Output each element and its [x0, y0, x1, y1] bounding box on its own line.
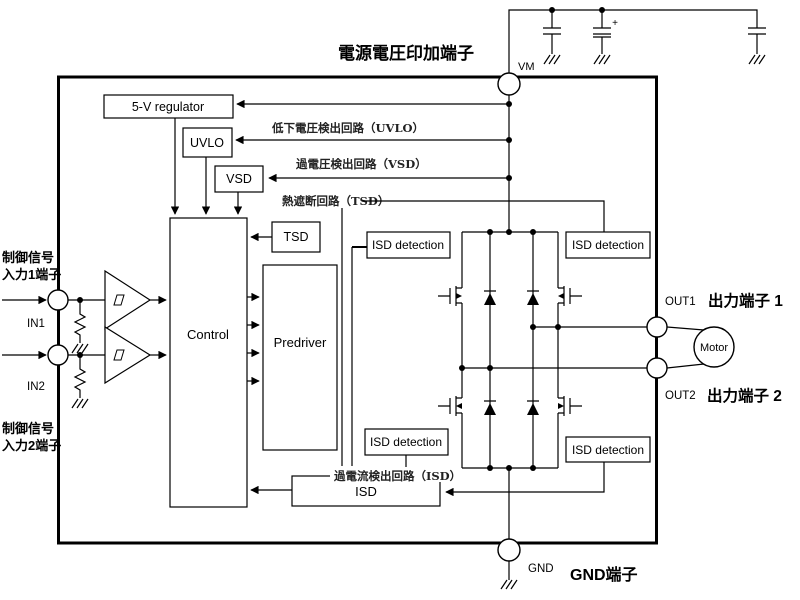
capacitor-icon	[748, 27, 766, 65]
vm-supply-network: +	[508, 7, 766, 74]
mosfet-icon	[557, 396, 582, 468]
in2-terminal	[47, 344, 69, 366]
uvlo-label: UVLO	[190, 136, 224, 150]
isd-circuit-label: 過電流検出回路（ISD）	[333, 469, 461, 483]
ground-icon	[71, 343, 89, 354]
output-section: Motor OUT1 出力端子 1 OUT2 出力端子 2	[646, 291, 783, 405]
isd-detection-block	[565, 231, 651, 259]
uvlo-block	[182, 127, 233, 158]
vm-terminal	[497, 72, 521, 96]
in1-terminal-caption-line1: 制御信号	[2, 250, 54, 265]
isd-detection-block	[364, 428, 449, 456]
tsd-circuit-label: 熱遮断回路（TSD）	[282, 194, 389, 208]
schmitt-buffer-icon	[104, 325, 152, 385]
tsd-block	[271, 221, 321, 253]
schmitt-buffer-icon	[104, 269, 152, 331]
in1-terminal-caption-line2: 入力1端子	[2, 267, 61, 282]
isd-detection-block	[565, 436, 651, 463]
ground-icon	[593, 54, 611, 65]
vm-internal-rail	[506, 95, 512, 232]
isd-label: ISD	[355, 484, 377, 499]
ground-icon	[543, 54, 561, 65]
isd-detection-label: ISD detection	[572, 443, 644, 457]
mosfet-icon	[557, 232, 582, 398]
in1-terminal	[47, 289, 69, 311]
label-backplate	[330, 468, 462, 482]
gnd-section: GND GND端子	[497, 468, 638, 590]
input-section: 制御信号 入力1端子 IN1 IN2 制御信号 入力2端子	[2, 250, 167, 453]
motor-icon	[693, 326, 735, 368]
out2-terminal	[646, 357, 668, 379]
predriver-label: Predriver	[274, 335, 327, 350]
gnd-terminal	[497, 538, 521, 562]
isd-detection-label: ISD detection	[572, 238, 644, 252]
control-block	[169, 217, 248, 508]
out2-terminal-caption: 出力端子 2	[707, 386, 782, 405]
isd-detection-blocks: ISD detection ISD detection ISD detectio…	[341, 208, 651, 497]
out1-terminal	[646, 316, 668, 338]
diode-icon	[527, 232, 539, 468]
isd-section: 過電流検出回路（ISD） ISD	[250, 468, 462, 507]
isd-detection-label: ISD detection	[370, 435, 442, 449]
isd-detection-block	[366, 231, 451, 259]
control-label: Control	[187, 327, 229, 342]
mosfet-icon	[438, 232, 463, 398]
polarized-capacitor-icon: +	[593, 18, 618, 65]
control-to-predriver-arrows	[247, 292, 260, 386]
diode-icon	[484, 232, 496, 468]
vsd-block	[214, 165, 264, 193]
mosfet-icon	[438, 396, 463, 468]
uvlo-circuit-label: 低下電圧検出回路（UVLO）	[271, 121, 424, 135]
capacitor-plus-sign: +	[612, 18, 618, 29]
motor-label: Motor	[700, 342, 728, 354]
regulator-label: 5-V regulator	[132, 100, 204, 114]
in2-terminal-caption-line1: 制御信号	[2, 421, 54, 436]
predriver-block	[262, 264, 338, 451]
out1-terminal-caption: 出力端子 1	[708, 291, 783, 310]
in2-label: IN2	[27, 381, 45, 393]
out1-label: OUT1	[665, 296, 696, 308]
supply-terminal-title: 電源電圧印加端子	[338, 43, 474, 63]
gnd-label: GND	[528, 563, 554, 575]
gnd-terminal-caption: GND端子	[570, 565, 638, 584]
protection-tap-wires	[235, 99, 509, 183]
vm-terminal-label: VM	[518, 61, 535, 73]
isd-detection-label: ISD detection	[372, 238, 444, 252]
tsd-label: TSD	[284, 230, 309, 244]
resistor-icon	[71, 300, 89, 354]
regulator-block	[103, 94, 234, 119]
resistor-icon	[71, 355, 89, 409]
h-bridge	[438, 229, 647, 471]
tsd-routing-wire	[362, 200, 605, 232]
ground-icon	[748, 54, 766, 65]
in1-label: IN1	[27, 318, 45, 330]
ground-icon	[71, 398, 89, 409]
vsd-circuit-label: 過電圧検出回路（VSD）	[295, 157, 427, 171]
capacitor-icon	[543, 27, 561, 65]
out2-label: OUT2	[665, 390, 696, 402]
ground-icon	[500, 579, 518, 590]
in2-terminal-caption-line2: 入力2端子	[2, 438, 61, 453]
vsd-label: VSD	[226, 172, 252, 186]
control-input-arrows	[170, 118, 272, 242]
